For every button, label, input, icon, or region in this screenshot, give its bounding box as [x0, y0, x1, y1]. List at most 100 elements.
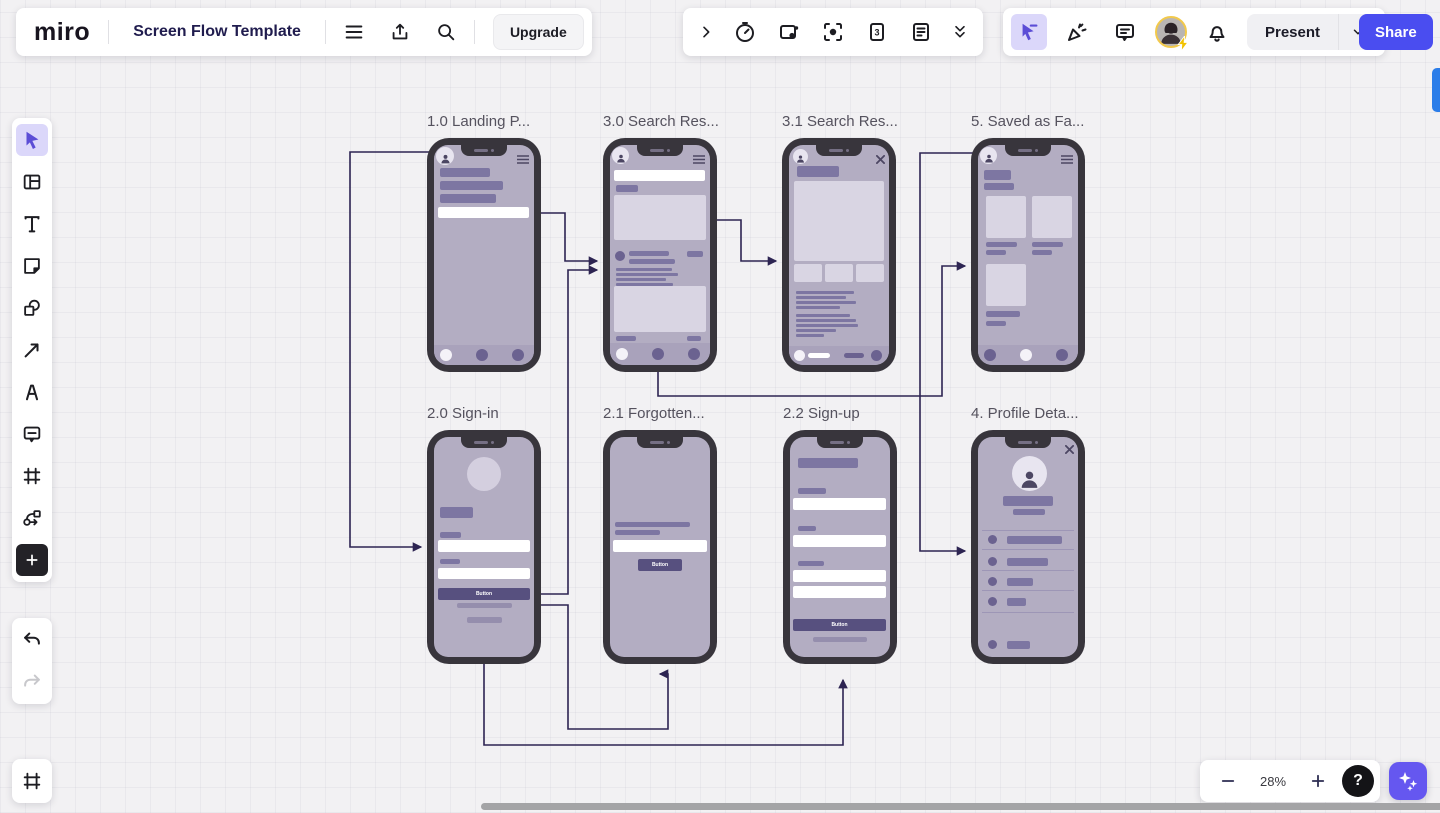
undo-button[interactable] — [16, 624, 48, 656]
phone-sign-up[interactable]: Button — [783, 430, 897, 664]
bar-block — [440, 532, 461, 538]
avatar-block — [980, 147, 997, 164]
phone-forgotten-password[interactable]: Button — [603, 430, 717, 664]
divider-block — [982, 612, 1074, 613]
phone-notch — [1005, 437, 1051, 448]
history-toolbar — [12, 618, 52, 704]
zoom-out-button[interactable] — [1210, 763, 1246, 799]
reactions-icon — [1068, 23, 1087, 41]
phone-search-results[interactable] — [603, 138, 717, 372]
svg-text:3: 3 — [874, 28, 879, 38]
user-avatar[interactable] — [1155, 16, 1189, 51]
horizontal-scrollbar[interactable] — [481, 803, 1440, 810]
bar-block — [1007, 598, 1026, 606]
dot-block — [984, 349, 996, 361]
frames-panel-button[interactable] — [16, 765, 48, 797]
zoom-in-button[interactable] — [1300, 763, 1336, 799]
avatar-block — [436, 147, 454, 165]
phone-notch — [637, 437, 683, 448]
phone-search-results-detail[interactable] — [782, 138, 896, 372]
spotlight-button[interactable] — [815, 14, 851, 50]
divider — [108, 20, 110, 44]
phone-screen: Button — [790, 437, 890, 657]
upgrade-button[interactable]: Upgrade — [492, 14, 584, 50]
ai-assistant-button[interactable] — [1389, 762, 1427, 800]
pen-tool[interactable] — [16, 376, 48, 408]
templates-icon — [23, 174, 41, 190]
bar-block — [616, 185, 638, 192]
present-button[interactable]: Present — [1247, 14, 1378, 50]
btn-block: Button — [438, 588, 530, 600]
line-block — [796, 301, 856, 304]
add-apps-button[interactable] — [16, 544, 48, 576]
img-block — [614, 195, 706, 240]
zoom-level[interactable]: 28% — [1259, 773, 1287, 789]
strip-block — [789, 346, 889, 365]
divider-block — [982, 570, 1074, 571]
dot-block — [988, 597, 997, 606]
line-block — [796, 296, 846, 299]
btn-block: Button — [638, 559, 682, 571]
main-menu-button[interactable] — [336, 14, 372, 50]
bar-block — [615, 530, 660, 535]
input-block — [793, 586, 886, 598]
more-tools-button[interactable] — [947, 14, 973, 50]
connector-landing-avatar-to-sign-in-input[interactable] — [349, 151, 433, 552]
shapes-tool[interactable] — [16, 292, 48, 324]
notifications-button[interactable] — [1199, 14, 1235, 50]
phone-profile-details[interactable] — [971, 430, 1085, 664]
redo-button[interactable] — [16, 666, 48, 698]
reactions-button[interactable] — [1059, 14, 1095, 50]
bar-block — [687, 336, 701, 341]
select-tool[interactable] — [16, 124, 48, 156]
img-block — [794, 181, 884, 261]
timer-button[interactable] — [727, 14, 763, 50]
collaboration-cursors-button[interactable] — [1011, 14, 1047, 50]
phone-notch — [637, 145, 683, 156]
avatar-block — [793, 149, 808, 164]
diagram-tool[interactable] — [16, 502, 48, 534]
phone-saved-favourite[interactable] — [971, 138, 1085, 372]
talktrack-button[interactable] — [771, 14, 807, 50]
dot-block — [616, 348, 628, 360]
lcircle-block — [467, 457, 501, 491]
connector-tool[interactable] — [16, 334, 48, 366]
input-block — [793, 535, 886, 547]
close-block — [1065, 441, 1074, 454]
bar-block — [440, 507, 473, 518]
phone-notch — [461, 145, 507, 156]
export-button[interactable] — [382, 14, 418, 50]
search-button[interactable] — [428, 14, 464, 50]
divider — [324, 20, 326, 44]
undo-icon — [24, 632, 40, 645]
avatar-block — [612, 147, 629, 164]
collapsed-panel-tab[interactable] — [1432, 68, 1440, 112]
phone-label-sign-up: 2.2 Sign-up — [783, 405, 860, 422]
templates-tool[interactable] — [16, 166, 48, 198]
phone-sign-in[interactable]: Button — [427, 430, 541, 664]
frame-tool[interactable] — [16, 460, 48, 492]
miro-logo[interactable]: miro — [34, 17, 91, 46]
bar-block — [440, 559, 460, 564]
board-title[interactable]: Screen Flow Template — [133, 23, 301, 40]
collapse-toolbar-button[interactable] — [693, 14, 719, 50]
comments-icon — [1116, 24, 1134, 41]
phone-label-search-results: 3.0 Search Res... — [603, 113, 719, 130]
comment-tool[interactable] — [16, 418, 48, 450]
comments-button[interactable] — [1107, 14, 1143, 50]
connector-search-results-image-to-search-results-detail[interactable] — [707, 219, 778, 266]
text-tool[interactable] — [16, 208, 48, 240]
notes-button[interactable] — [903, 14, 939, 50]
input-block — [613, 540, 707, 552]
sticky-note-tool[interactable] — [16, 250, 48, 282]
phone-label-search-results-detail: 3.1 Search Res... — [782, 113, 898, 130]
sticky-note-icon — [24, 258, 40, 274]
phone-notch — [1005, 145, 1051, 156]
estimation-button[interactable]: 3 — [859, 14, 895, 50]
share-button[interactable]: Share — [1359, 14, 1433, 50]
help-button[interactable]: ? — [1342, 765, 1374, 797]
plus-icon — [26, 554, 38, 566]
phone-landing[interactable] — [427, 138, 541, 372]
